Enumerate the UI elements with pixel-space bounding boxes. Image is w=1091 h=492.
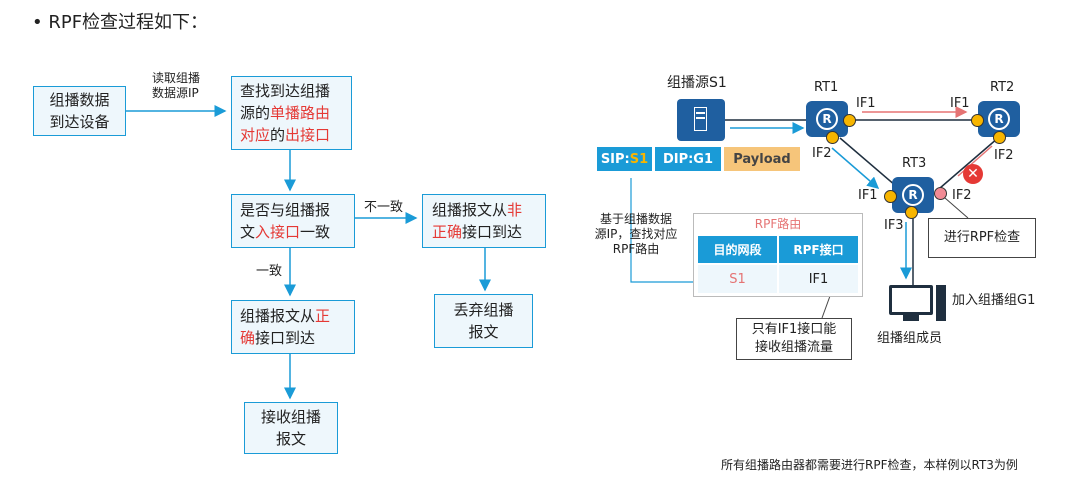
arrow-rt1-rt3 xyxy=(831,147,880,189)
router-rt1: R xyxy=(806,101,848,137)
rt3-if1-label: IF1 xyxy=(858,188,878,203)
rt1-if1-label: IF1 xyxy=(856,96,876,111)
packet-sip: SIP:S1 xyxy=(597,147,652,171)
router-icon: R xyxy=(816,108,838,130)
rt3-if2-port xyxy=(934,187,947,200)
member-label: 组播组成员 xyxy=(877,331,943,346)
router-rt2: R xyxy=(978,101,1020,137)
label-mismatch: 不一致 xyxy=(364,200,404,215)
callout-rpf-check: 进行RPF检查 xyxy=(928,218,1036,258)
rt1-if1-port xyxy=(843,114,856,127)
pc-stand-icon xyxy=(903,315,919,321)
rpf-col-iface: RPF接口 xyxy=(779,236,858,263)
rpf-table-title: RPF路由 xyxy=(754,217,802,231)
callout-only-if1: 只有IF1接口能 接收组播流量 xyxy=(736,318,852,360)
lookup-note: 基于组播数据 源IP，查找对应 RPF路由 xyxy=(594,212,678,256)
rpf-val-dest: S1 xyxy=(698,265,777,293)
pc-tower-icon xyxy=(936,285,946,321)
rt3-if3-port xyxy=(905,206,918,219)
rpf-col-dest: 目的网段 xyxy=(698,236,777,263)
source-label: 组播源S1 xyxy=(667,75,727,91)
rpf-val-iface: IF1 xyxy=(779,265,858,293)
router-icon: R xyxy=(988,108,1010,130)
link-rt2-rt3 xyxy=(939,137,999,189)
arrow-lookup-table xyxy=(630,178,724,287)
link-rt1-rt3 xyxy=(839,137,897,187)
rt3-if2-label: IF2 xyxy=(952,188,972,203)
rt3-if3-label: IF3 xyxy=(884,218,904,233)
box-receive-packet: 接收组播报文 xyxy=(244,402,338,454)
rt1-if2-label: IF2 xyxy=(812,146,832,161)
rt1-if2-port xyxy=(826,131,839,144)
rt3-label: RT3 xyxy=(902,156,927,171)
rt1-label: RT1 xyxy=(814,80,839,95)
rt2-if2-label: IF2 xyxy=(994,148,1014,163)
label-read-source-ip: 读取组播 数据源IP xyxy=(152,71,201,100)
box-data-arrive: 组播数据到达设备 xyxy=(33,86,126,136)
footer-note: 所有组播路由器都需要进行RPF检查，本样例以RT3为例 xyxy=(721,458,1018,472)
box-lookup-unicast-route: 查找到达组播 源的单播路由 对应的出接口 xyxy=(231,76,352,150)
box-compare-inbound: 是否与组播报 文入接口一致 xyxy=(231,194,355,248)
router-icon: R xyxy=(902,184,924,206)
box-wrong-interface: 组播报文从非 正确接口到达 xyxy=(422,194,546,248)
page-title: • RPF检查过程如下： xyxy=(32,12,209,33)
reject-x-icon: ✕ xyxy=(963,164,983,184)
box-correct-interface: 组播报文从正 确接口到达 xyxy=(231,300,355,354)
rt2-if2-port xyxy=(993,131,1006,144)
rt2-if1-port xyxy=(971,114,984,127)
server-icon xyxy=(677,99,725,141)
rt3-if1-port xyxy=(884,190,897,203)
pc-monitor-icon xyxy=(889,285,933,315)
packet-payload: Payload xyxy=(724,147,800,171)
rt2-if1-label: IF1 xyxy=(950,96,970,111)
rpf-route-table: RPF路由 目的网段 RPF接口 S1 IF1 xyxy=(693,213,863,297)
box-drop-packet: 丢弃组播报文 xyxy=(434,294,533,348)
join-group-label: 加入组播组G1 xyxy=(952,293,1036,308)
label-match: 一致 xyxy=(256,264,283,279)
packet-dip: DIP:G1 xyxy=(655,147,721,171)
callout-if1-leader xyxy=(821,295,831,319)
rt2-label: RT2 xyxy=(990,80,1015,95)
callout-rpf-leader xyxy=(944,197,969,219)
